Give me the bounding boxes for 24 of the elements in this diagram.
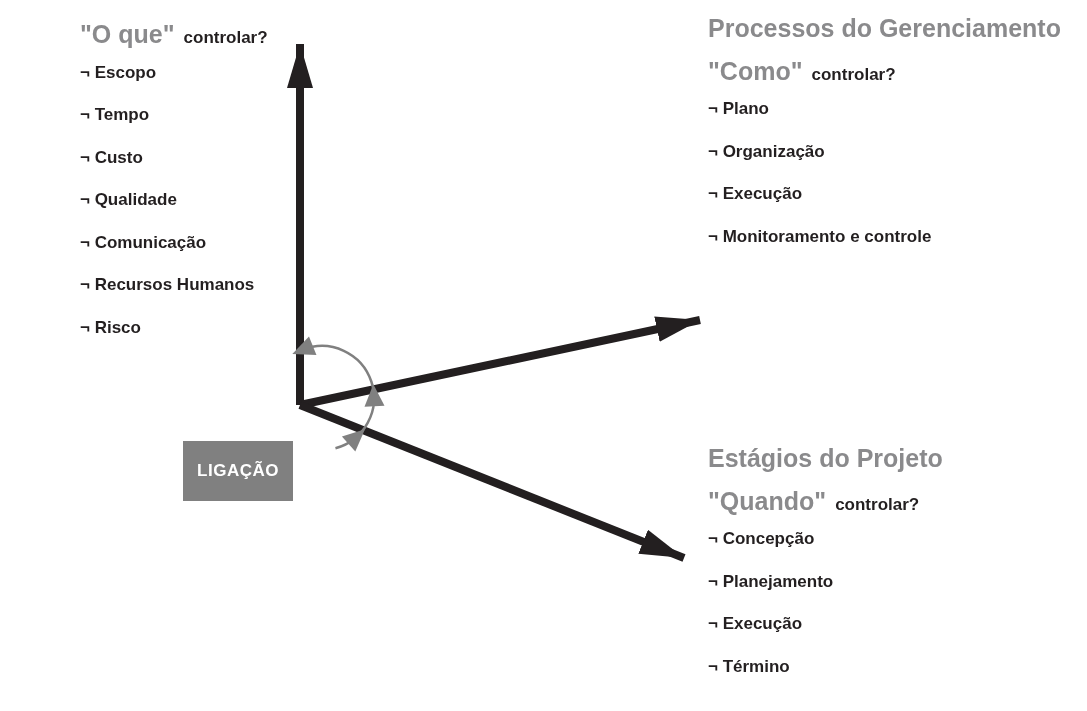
list-item: ¬ Risco [80, 316, 141, 339]
list-item: ¬ Concepção [708, 528, 815, 550]
label-box: LIGAÇÃO [183, 441, 293, 501]
question-text: controlar? [183, 28, 268, 48]
list-item: ¬ Término [708, 655, 790, 678]
list-item: ¬ Escopo [80, 61, 157, 84]
list-item: ¬ Execução [708, 183, 803, 205]
list-item: ¬ Qualidade [80, 189, 177, 211]
question-text: "O que" [80, 19, 175, 50]
question-text: controlar? [835, 494, 920, 515]
heading-text: Processos do Gerenciamento [708, 13, 1061, 44]
list-item: ¬ Recursos Humanos [80, 274, 255, 296]
question-text: "Como" [708, 55, 803, 87]
list-item: ¬ Monitoramento e controle [708, 225, 932, 248]
list-item: ¬ Plano [708, 98, 769, 120]
list-item: ¬ Organização [708, 140, 825, 163]
list-item: ¬ Tempo [80, 104, 150, 126]
question-text: "Quando" [708, 485, 827, 517]
heading-text: Estágios do Projeto [708, 443, 943, 474]
question-text: controlar? [811, 64, 896, 85]
list-item: ¬ Planejamento [708, 570, 834, 593]
list-item: ¬ Custo [80, 146, 143, 169]
list-item: ¬ Execução [708, 613, 803, 635]
list-item: ¬ Comunicação [80, 231, 207, 254]
